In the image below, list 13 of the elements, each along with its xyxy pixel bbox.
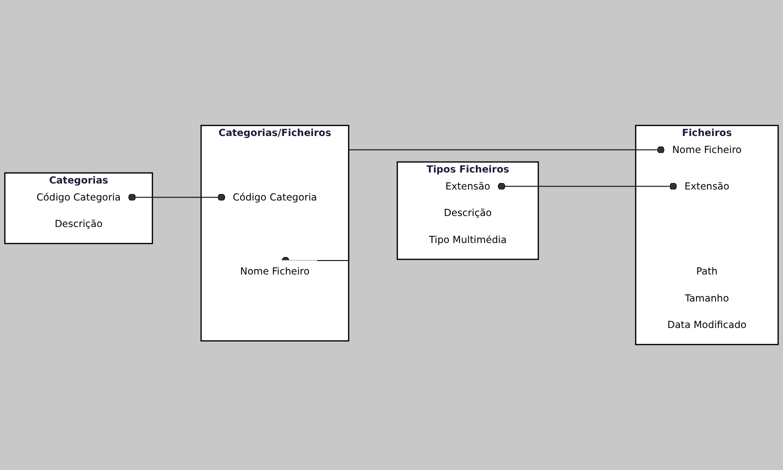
- node-text: Descrição: [444, 207, 492, 219]
- node-text: Código Categoria: [36, 191, 121, 203]
- node-text: Data Modificado: [667, 318, 746, 331]
- node-text: Tamanho: [684, 292, 729, 304]
- node-text: Descrição: [54, 218, 103, 230]
- node-text: Path: [696, 265, 718, 277]
- connector: [497, 182, 678, 190]
- node-text: Tipo Multimédia: [428, 234, 507, 246]
- node-text: Nome Ficheiro: [672, 144, 742, 156]
- node-text: Extensão: [445, 180, 490, 192]
- node-text: Código Categoria: [232, 191, 317, 203]
- node-text: Extensão: [684, 180, 730, 192]
- connector: [128, 194, 226, 201]
